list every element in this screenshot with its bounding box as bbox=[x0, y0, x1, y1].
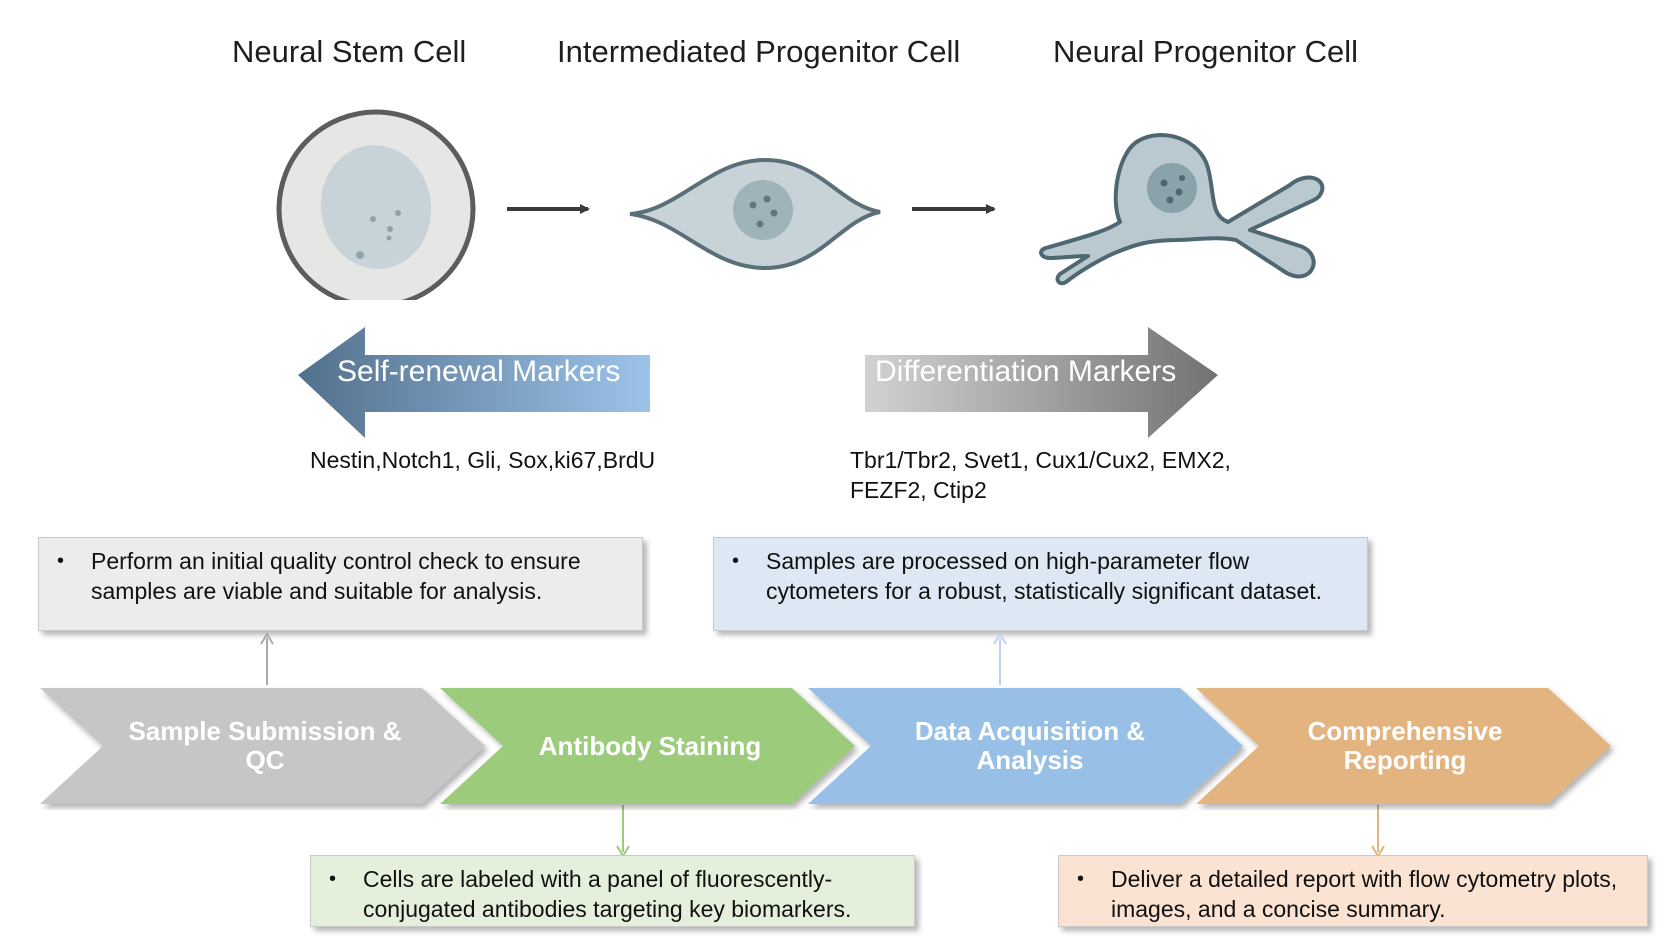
differentiation-marker-line: Tbr1/Tbr2, Svet1, Cux1/Cux2, EMX2, bbox=[850, 447, 1231, 473]
step-sample-submission[interactable]: Sample Submission &QC bbox=[105, 712, 425, 780]
acquisition-note-text: Samples are processed on high-parameter … bbox=[766, 548, 1323, 604]
step-3-chevron bbox=[808, 688, 1243, 804]
staining-note-text: Cells are labeled with a panel of fluore… bbox=[363, 866, 852, 922]
bullet: • bbox=[1077, 868, 1085, 890]
differentiation-arrow bbox=[865, 327, 1218, 438]
cell-illustrations bbox=[276, 109, 1325, 300]
intermediate-progenitor-cell-icon bbox=[629, 157, 881, 271]
neural-progenitor-cell-title: Neural Progenitor Cell bbox=[1053, 34, 1358, 69]
qc-note-box: • Perform an initial quality control che… bbox=[38, 537, 643, 631]
step-1-chevron bbox=[40, 688, 485, 804]
step-label-line: Reporting bbox=[1343, 745, 1467, 775]
differentiation-label: Differentiation Markers bbox=[875, 355, 1177, 388]
differentiation-marker-list: Tbr1/Tbr2, Svet1, Cux1/Cux2, EMX2, FEZF2… bbox=[850, 445, 1231, 505]
step-4-chevron bbox=[1196, 688, 1611, 804]
step-label-line: Comprehensive bbox=[1307, 716, 1503, 746]
self-renewal-label: Self-renewal Markers bbox=[337, 355, 621, 388]
neural-stem-cell-icon bbox=[276, 109, 476, 300]
step-label-line: Antibody Staining bbox=[538, 730, 762, 761]
reporting-note-box: • Deliver a detailed report with flow cy… bbox=[1058, 855, 1648, 927]
self-renewal-arrow bbox=[298, 327, 650, 438]
qc-note-text: Perform an initial quality control check… bbox=[91, 548, 581, 604]
staining-note-box: • Cells are labeled with a panel of fluo… bbox=[310, 855, 915, 927]
intermediate-progenitor-cell-title: Intermediated Progenitor Cell bbox=[557, 34, 961, 69]
step-2-chevron bbox=[440, 688, 855, 804]
step-label-line: Data Acquisition & bbox=[914, 716, 1146, 746]
neural-stem-cell-title: Neural Stem Cell bbox=[232, 34, 467, 69]
bullet: • bbox=[732, 550, 740, 572]
step-label-line: QC bbox=[245, 745, 285, 775]
workflow-chevrons bbox=[40, 688, 1611, 804]
step-data-acquisition[interactable]: Data Acquisition &Analysis bbox=[870, 712, 1190, 780]
step-label-line: Sample Submission & bbox=[128, 716, 402, 746]
marker-arrows bbox=[298, 327, 1218, 438]
reporting-note-text: Deliver a detailed report with flow cyto… bbox=[1111, 866, 1618, 922]
acquisition-note-box: • Samples are processed on high-paramete… bbox=[713, 537, 1368, 631]
differentiation-marker-line: FEZF2, Ctip2 bbox=[850, 477, 987, 503]
self-renewal-marker-list: Nestin,Notch1, Gli, Sox,ki67,BrdU bbox=[310, 447, 656, 473]
neural-progenitor-cell-icon bbox=[1039, 133, 1325, 286]
bullet: • bbox=[329, 868, 337, 890]
bullet: • bbox=[57, 550, 65, 572]
step-label-line: Analysis bbox=[976, 745, 1084, 775]
step-antibody-staining[interactable]: Antibody Staining bbox=[495, 712, 805, 780]
